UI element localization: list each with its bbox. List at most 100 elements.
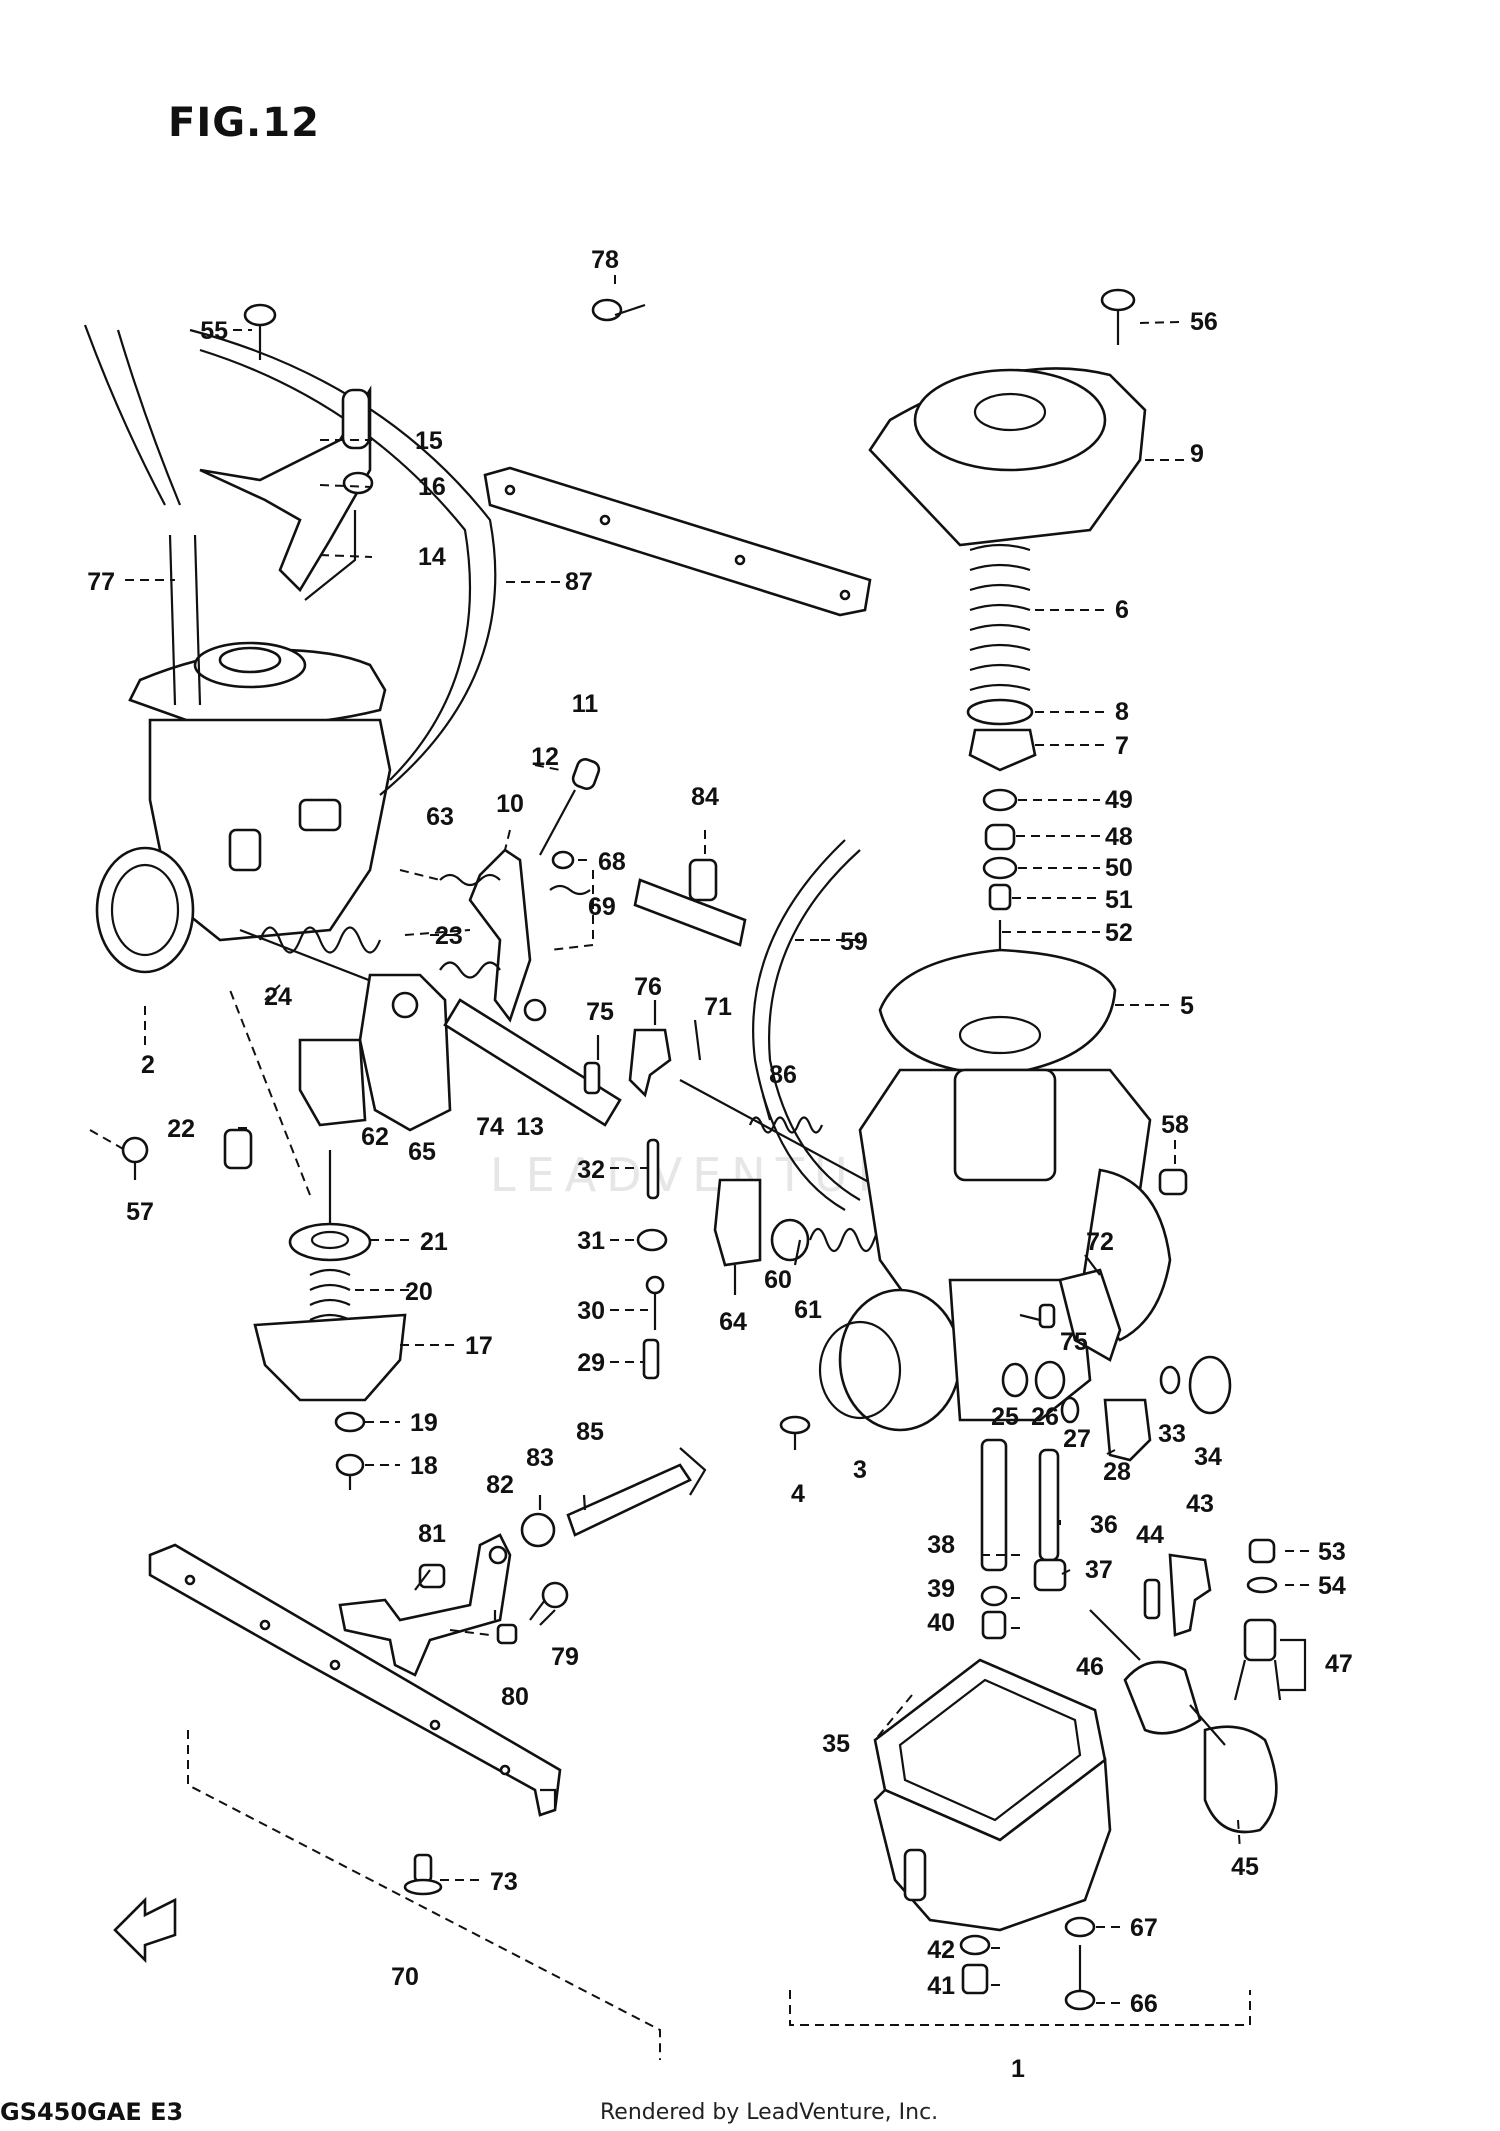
callout-48: 48	[1105, 823, 1133, 851]
part-65-lever	[358, 973, 452, 1132]
part-12-rod	[539, 789, 576, 856]
part-4-screw	[779, 1415, 811, 1450]
callout-51: 51	[1105, 886, 1133, 914]
callout-59: 59	[840, 928, 868, 956]
part-74-shaft	[443, 998, 622, 1127]
lower-stay-plate	[148, 1543, 562, 1817]
part-84-t-fitting	[633, 858, 747, 947]
callout-80: 80	[501, 1683, 529, 1711]
front-direction-arrow-icon	[113, 1896, 177, 1964]
part-68-clip	[551, 850, 575, 870]
part-48-spacer	[984, 823, 1016, 851]
callout-25: 25	[991, 1403, 1019, 1431]
callout-17: 17	[465, 1332, 493, 1360]
part-34-cap	[1188, 1355, 1232, 1415]
part-75-pin	[583, 1061, 601, 1095]
part-27-oring	[1060, 1396, 1080, 1424]
part-22-jet	[223, 1128, 253, 1170]
callout-39: 39	[927, 1575, 955, 1603]
callout-64: 64	[719, 1308, 747, 1336]
callout-86: 86	[769, 1061, 797, 1089]
callout-43: 43	[1186, 1490, 1214, 1518]
callout-42: 42	[927, 1936, 955, 1964]
right-carburetor-body	[818, 1068, 1172, 1432]
part-13-clip	[523, 998, 547, 1022]
callout-69: 69	[588, 893, 616, 921]
callout-52: 52	[1105, 919, 1133, 947]
callout-36: 36	[1090, 1511, 1118, 1539]
callout-44: 44	[1136, 1521, 1164, 1549]
callout-71: 71	[704, 993, 732, 1021]
part-6-spring	[969, 543, 1031, 692]
float-bowl	[873, 1757, 1112, 1932]
part-25-seal	[1001, 1362, 1029, 1398]
callout-83: 83	[526, 1444, 554, 1472]
callout-14: 14	[418, 543, 446, 571]
callout-82: 82	[486, 1471, 514, 1499]
callout-68: 68	[598, 848, 626, 876]
part-55-screw	[243, 303, 277, 360]
callout-57: 57	[126, 1198, 154, 1226]
part-45-float	[1123, 1660, 1278, 1834]
callout-9: 9	[1190, 440, 1204, 468]
part-5-diaphragm	[878, 948, 1117, 1077]
part-17-cover	[253, 1150, 407, 1402]
part-19-washer	[334, 1411, 366, 1433]
part-67-washer	[1064, 1916, 1096, 1938]
callout-31: 31	[577, 1227, 605, 1255]
part-77-vent-tube	[83, 324, 182, 506]
part-64-bracket	[713, 1178, 762, 1267]
part-80-nut	[496, 1623, 518, 1645]
callout-78: 78	[591, 246, 619, 274]
callout-66: 66	[1130, 1990, 1158, 2018]
callout-79: 79	[551, 1643, 579, 1671]
callout-2: 2	[141, 1051, 155, 1079]
part-50-washer	[982, 856, 1018, 880]
part-7-holder	[968, 728, 1037, 772]
part-28-cap	[1103, 1398, 1152, 1462]
part-11-cap	[571, 758, 601, 790]
callout-33: 33	[1158, 1420, 1186, 1448]
part-53-cap	[1248, 1538, 1276, 1564]
callout-54: 54	[1318, 1572, 1346, 1600]
callout-7: 7	[1115, 732, 1129, 760]
callout-19: 19	[410, 1409, 438, 1437]
part-58-plug	[1158, 1168, 1188, 1196]
callout-24: 24	[264, 983, 292, 1011]
callout-20: 20	[405, 1278, 433, 1306]
part-10-arm	[468, 848, 532, 1023]
part-9-top-cap	[868, 367, 1147, 547]
part-37-holder	[1033, 1558, 1067, 1592]
callout-77: 77	[87, 568, 115, 596]
part-79-bolt	[529, 1581, 569, 1621]
callout-3: 3	[853, 1456, 867, 1484]
callout-22: 22	[167, 1115, 195, 1143]
callout-30: 30	[577, 1297, 605, 1325]
part-69-spring	[549, 884, 591, 896]
part-23-spring	[439, 961, 501, 979]
callout-16: 16	[418, 473, 446, 501]
part-83-collar	[520, 1512, 556, 1548]
part-32-pin	[646, 1138, 660, 1200]
part-59-tube	[752, 839, 861, 1211]
model-code: GS450GAE E3	[0, 2098, 184, 2126]
callout-46: 46	[1076, 1653, 1104, 1681]
part-56-screw	[1100, 288, 1136, 345]
leader-lines	[89, 275, 1310, 2004]
part-14-bracket	[199, 385, 372, 593]
callout-41: 41	[927, 1972, 955, 2000]
credit-line: Rendered by LeadVenture, Inc.	[600, 2100, 939, 2125]
part-66-screw	[1064, 1945, 1096, 2011]
callout-87: 87	[565, 568, 593, 596]
callout-55: 55	[200, 317, 228, 345]
part-43-bracket	[1168, 1553, 1212, 1637]
callout-45: 45	[1231, 1853, 1259, 1881]
part-33-oring	[1159, 1365, 1181, 1395]
callout-18: 18	[410, 1452, 438, 1480]
part-75b-pin	[1038, 1303, 1056, 1329]
part-73-bolt	[403, 1853, 443, 1896]
part-82-lever	[338, 1533, 512, 1677]
callout-10: 10	[496, 790, 524, 818]
callout-37: 37	[1085, 1556, 1113, 1584]
part-39-washer	[980, 1585, 1008, 1607]
